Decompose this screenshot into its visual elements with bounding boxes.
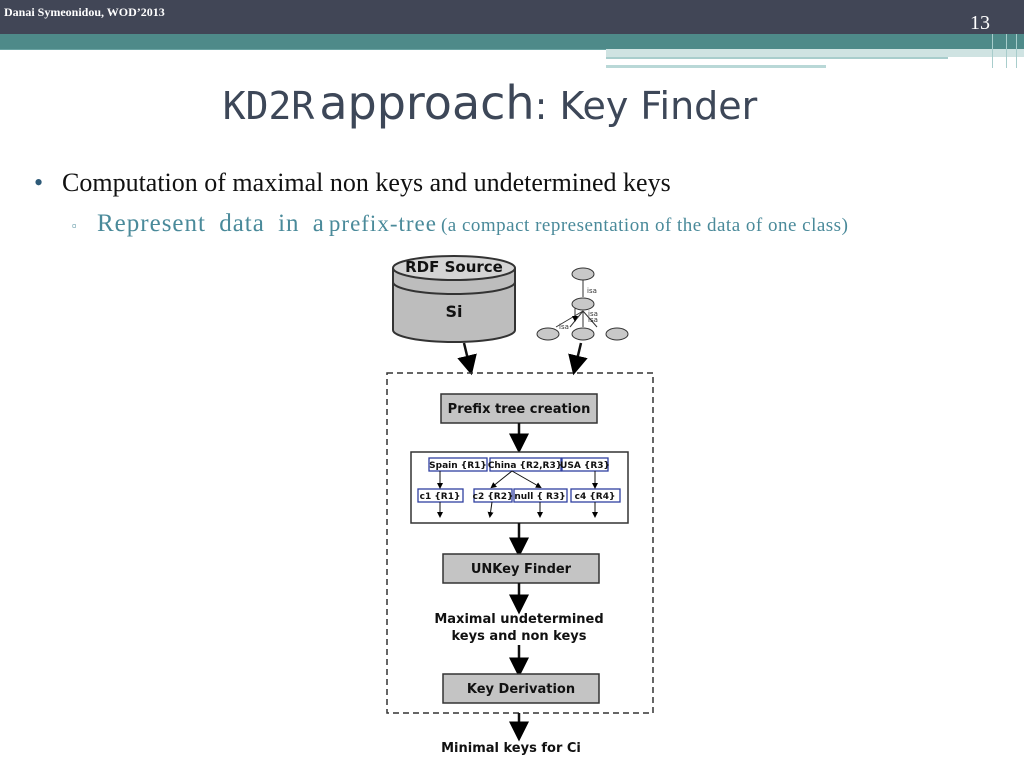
isa-label: isa [559, 323, 569, 331]
header-accent-line [606, 57, 948, 59]
bullet-marker: • [34, 168, 44, 197]
tree-edges [437, 470, 598, 518]
ontology-graph-icon [536, 267, 629, 341]
tree-node: China {R2,R3} [488, 461, 562, 471]
intermediate-text-1: Maximal undetermined [434, 612, 603, 627]
author-footer: Danai Symeonidou, WOD’2013 [4, 5, 165, 19]
bullet-text: Computation of maximal non keys and unde… [62, 168, 671, 197]
tree-node: null { R3} [514, 492, 565, 502]
prefix-tree-nodes [417, 457, 621, 503]
header-accent-line [0, 49, 606, 50]
title-part-2: approach [319, 76, 535, 130]
tree-node: USA {R3} [560, 461, 610, 471]
slide-number: 13 [970, 12, 990, 34]
step-3-label: Key Derivation [467, 682, 575, 697]
header-accent-line [1016, 34, 1017, 68]
kd2r-process-box [386, 372, 654, 714]
db-label: RDF Source [405, 258, 503, 276]
sub-bullet-note: (a compact representation of the data of… [440, 215, 849, 236]
sub-bullet-term: prefix-tree [328, 211, 437, 236]
header-accent-line [606, 49, 1024, 57]
header-accent-band [0, 34, 1024, 49]
sub-bullet-marker: ▫ [72, 218, 77, 233]
bullet-level-1: • Computation of maximal non keys and und… [34, 168, 671, 198]
arrow [568, 342, 588, 376]
header-accent-line [992, 34, 993, 68]
slide-title: KD2R approach: Key Finder [0, 76, 980, 130]
isa-label: isa [588, 316, 598, 324]
db-sub-label: Si [445, 302, 462, 321]
header-bar [0, 0, 1024, 34]
title-part-3: : Key Finder [534, 84, 758, 128]
step-key-derivation [442, 673, 600, 704]
header-accent-line [606, 65, 826, 68]
step-unkey-finder [442, 553, 600, 584]
isa-label: isa [588, 310, 598, 318]
database-icon [392, 255, 516, 343]
step-prefix-tree-creation [440, 393, 598, 424]
intermediate-text-2: keys and non keys [451, 629, 586, 644]
title-part-1: KD2R [222, 84, 315, 128]
isa-label: isa [587, 287, 597, 295]
step-2-label: UNKey Finder [471, 562, 572, 577]
arrow [457, 342, 477, 376]
output-label: Minimal keys for Ci [441, 741, 581, 756]
sub-bullet-text: Represent data in a [97, 210, 325, 237]
tree-node: c2 {R2} [473, 492, 514, 502]
header-accent-line [1006, 34, 1007, 68]
tree-node: Spain {R1} [429, 461, 487, 471]
tree-node: c4 {R4} [575, 492, 616, 502]
tree-node: c1 {R1} [420, 492, 461, 502]
step-1-label: Prefix tree creation [448, 402, 591, 417]
